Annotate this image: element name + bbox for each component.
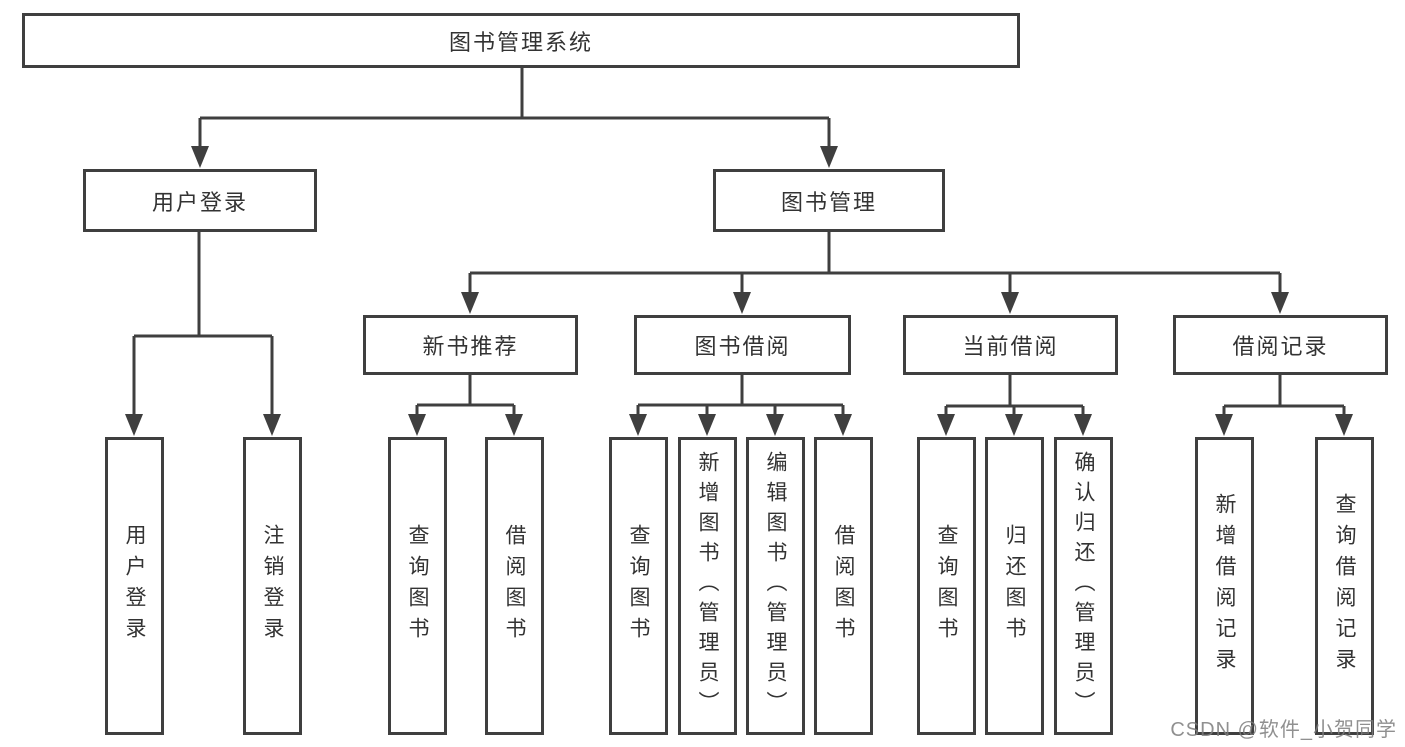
node-book-management: 图书管理 bbox=[713, 169, 945, 232]
leaf-edit-book-admin-label: 编辑图书（管理员） bbox=[764, 451, 787, 721]
leaf-query-borrow-record-label: 查询借阅记录 bbox=[1333, 493, 1356, 679]
leaf-logout-label: 注销登录 bbox=[261, 524, 284, 648]
leaf-add-borrow-record-label: 新增借阅记录 bbox=[1213, 493, 1236, 679]
csdn-watermark: CSDN @软件_小贺同学 bbox=[1170, 719, 1397, 741]
leaf-recommend-borrow-book-label: 借阅图书 bbox=[503, 524, 526, 648]
leaf-edit-book-admin: 编辑图书（管理员） bbox=[746, 437, 805, 735]
leaf-recommend-query-book: 查询图书 bbox=[388, 437, 447, 735]
node-root-system: 图书管理系统 bbox=[22, 13, 1020, 68]
arrowheads bbox=[125, 146, 1353, 436]
node-borrow-record: 借阅记录 bbox=[1173, 315, 1388, 375]
leaf-return-book-label: 归还图书 bbox=[1003, 524, 1026, 648]
leaf-user-login: 用户登录 bbox=[105, 437, 164, 735]
leaf-add-book-admin-label: 新增图书（管理员） bbox=[696, 451, 719, 721]
node-book-borrow-label: 图书借阅 bbox=[694, 334, 791, 359]
node-user-login-branch: 用户登录 bbox=[83, 169, 317, 232]
node-current-borrow: 当前借阅 bbox=[903, 315, 1118, 375]
leaf-add-borrow-record: 新增借阅记录 bbox=[1195, 437, 1254, 735]
leaf-confirm-return-admin: 确认归还（管理员） bbox=[1054, 437, 1113, 735]
node-book-borrow: 图书借阅 bbox=[634, 315, 851, 375]
node-current-borrow-label: 当前借阅 bbox=[962, 334, 1059, 359]
leaf-return-book: 归还图书 bbox=[985, 437, 1044, 735]
leaf-logout: 注销登录 bbox=[243, 437, 302, 735]
leaf-recommend-borrow-book: 借阅图书 bbox=[485, 437, 544, 735]
leaf-add-book-admin: 新增图书（管理员） bbox=[678, 437, 737, 735]
leaf-borrow-book: 借阅图书 bbox=[814, 437, 873, 735]
leaf-recommend-query-book-label: 查询图书 bbox=[406, 524, 429, 648]
node-user-login-branch-label: 用户登录 bbox=[151, 189, 248, 215]
leaf-borrow-book-label: 借阅图书 bbox=[832, 524, 855, 648]
leaf-user-login-label: 用户登录 bbox=[123, 524, 146, 648]
node-book-management-label: 图书管理 bbox=[780, 189, 877, 215]
leaf-borrow-query-book: 查询图书 bbox=[609, 437, 668, 735]
node-new-book-recommend: 新书推荐 bbox=[363, 315, 578, 375]
node-new-book-recommend-label: 新书推荐 bbox=[422, 334, 519, 359]
leaf-current-query-book-label: 查询图书 bbox=[935, 524, 958, 648]
node-root-system-label: 图书管理系统 bbox=[448, 29, 593, 55]
leaf-query-borrow-record: 查询借阅记录 bbox=[1315, 437, 1374, 735]
leaf-confirm-return-admin-label: 确认归还（管理员） bbox=[1072, 451, 1095, 721]
leaf-current-query-book: 查询图书 bbox=[917, 437, 976, 735]
node-borrow-record-label: 借阅记录 bbox=[1232, 334, 1329, 359]
leaf-borrow-query-book-label: 查询图书 bbox=[627, 524, 650, 648]
